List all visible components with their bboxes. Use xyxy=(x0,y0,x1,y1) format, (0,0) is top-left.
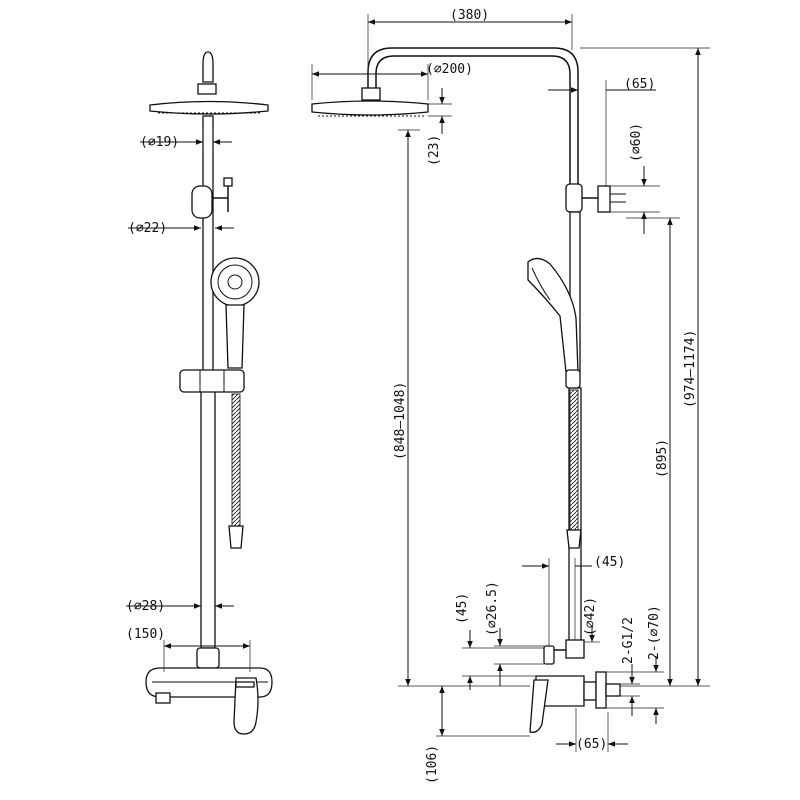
side-shower-arm xyxy=(367,47,579,186)
side-outlet-nut xyxy=(543,645,555,665)
side-pipe-nut xyxy=(565,639,585,659)
side-wall-flange xyxy=(597,185,611,213)
side-head-connector xyxy=(361,87,381,101)
side-dim-45v: (45) xyxy=(455,593,470,624)
front-lever-cap xyxy=(235,681,255,688)
side-hose-end xyxy=(566,529,582,549)
side-dim-106: (106) xyxy=(425,745,440,784)
side-dim-70: 2-(∅70) xyxy=(647,605,662,660)
side-dim-848: (848–1048) xyxy=(393,382,408,460)
side-dim-974: (974–1174) xyxy=(683,330,698,408)
front-pipe-nut xyxy=(196,647,220,669)
front-dim-150: (150) xyxy=(126,627,165,642)
front-slider-lines xyxy=(199,370,225,392)
front-bracket-knob xyxy=(223,177,233,187)
front-dim-19: (∅19) xyxy=(140,135,179,150)
side-dim-65-bot: (65) xyxy=(576,737,607,752)
front-lower-pipe xyxy=(200,377,216,649)
side-ext-265 xyxy=(494,645,544,665)
front-hose xyxy=(231,393,241,527)
side-flange xyxy=(595,671,607,709)
side-ext-45h xyxy=(548,558,576,646)
side-shower-head xyxy=(311,100,429,116)
side-ext-974 xyxy=(580,47,710,687)
front-lever xyxy=(233,677,259,735)
side-slider xyxy=(565,369,581,389)
front-upper-pipe xyxy=(202,115,214,379)
front-dim-22: (∅22) xyxy=(128,221,167,236)
side-hand-shower-face xyxy=(531,267,551,301)
front-head-connector xyxy=(197,83,217,95)
front-hand-shower-handle xyxy=(225,304,245,369)
side-ext-106 xyxy=(436,685,530,737)
side-dim-200: (∅200) xyxy=(426,62,473,77)
side-shower-arm-inner xyxy=(375,55,571,186)
front-bracket-clamp xyxy=(191,185,213,219)
side-bracket-clamp xyxy=(565,183,583,213)
front-slider xyxy=(179,369,245,393)
front-view: (∅19) (∅22) (∅28) (150) xyxy=(126,51,273,735)
side-ext-200 xyxy=(311,64,429,100)
side-thread xyxy=(605,683,621,697)
front-top-elbow xyxy=(202,51,214,83)
side-dim-380: (380) xyxy=(450,8,489,23)
side-hose xyxy=(569,389,579,531)
side-dim-23: (23) xyxy=(427,135,442,166)
side-ext-60 xyxy=(610,185,660,213)
side-ext-45v xyxy=(462,647,544,677)
front-hand-shower-center xyxy=(227,274,243,290)
side-dim-g12: 2-G1/2 xyxy=(621,617,636,664)
side-dim-42: (∅42) xyxy=(583,597,598,636)
side-ext-23 xyxy=(428,103,452,117)
side-hand-shower xyxy=(527,257,579,373)
front-shower-head xyxy=(149,100,269,115)
side-wall-screw xyxy=(610,193,626,203)
side-ext-65-top xyxy=(577,80,607,186)
side-lever xyxy=(529,679,549,733)
front-hose-end xyxy=(228,525,244,549)
side-dim-65-top: (65) xyxy=(624,77,655,92)
side-dim-895: (895) xyxy=(655,439,670,478)
side-view: (380) (∅200) (23) (65) (∅60) (848–1048) … xyxy=(311,8,710,784)
side-dim-45h: (45) xyxy=(594,555,625,570)
front-dim-28: (∅28) xyxy=(126,599,165,614)
side-dim-265: (∅26.5) xyxy=(485,581,500,636)
side-dim-60: (∅60) xyxy=(629,123,644,162)
front-valve-outlet xyxy=(155,692,171,704)
side-eccentric xyxy=(583,681,597,701)
front-hand-shower-ring xyxy=(217,264,253,300)
front-ext-19 xyxy=(202,130,214,148)
